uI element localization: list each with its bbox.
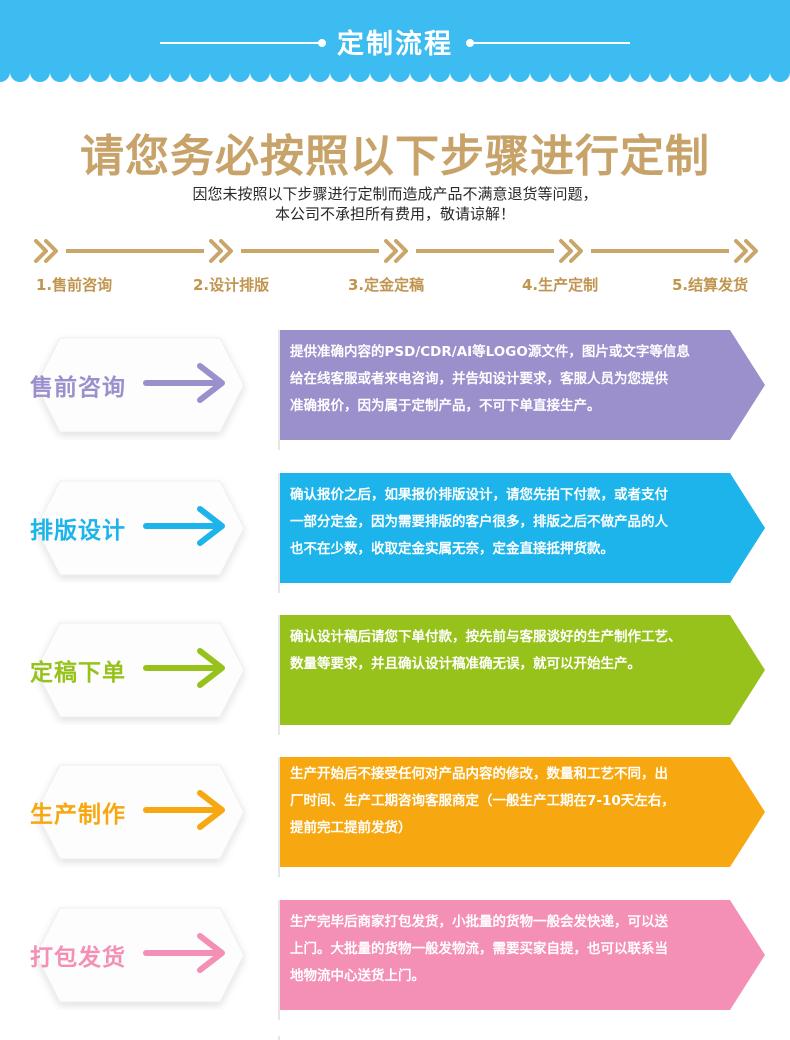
step-badge bbox=[35, 907, 245, 1003]
process-row: 定稿下单 确认设计稿后请您下单付款，按先前与客服谈好的生产制作工艺、数量等要求，… bbox=[0, 615, 790, 735]
process-row: 排版设计 确认报价之后，如果报价排版设计，请您先拍下付款，或者支付一部分定金，因… bbox=[0, 473, 790, 593]
step-badge-label: 生产制作 bbox=[30, 802, 126, 828]
header-wave-shape bbox=[0, 0, 790, 82]
bottom-divider bbox=[278, 1036, 280, 1040]
chevron-double-icon bbox=[384, 239, 408, 263]
description-panel bbox=[280, 473, 765, 583]
step-badge-label: 排版设计 bbox=[30, 518, 126, 544]
header-left-line bbox=[160, 42, 320, 44]
step-badge-label: 打包发货 bbox=[30, 945, 126, 971]
description-line: 提供准确内容的PSD/CDR/AI等LOGO源文件，图片或文字等信息 bbox=[290, 344, 690, 360]
chevron-double-icon bbox=[209, 239, 233, 263]
description-panel bbox=[280, 757, 765, 867]
vertical-divider bbox=[278, 757, 280, 877]
vertical-divider bbox=[278, 473, 280, 593]
arrow-right-icon bbox=[143, 506, 225, 546]
process-row: 打包发货 生产完毕后商家打包发货，小批量的货物一般会发快递，可以送上门。大批量的… bbox=[0, 900, 790, 1020]
header-wave-background bbox=[0, 0, 790, 82]
description-line: 上门。大批量的货物一般发物流，需要买家自提，也可以联系当 bbox=[290, 941, 668, 957]
vertical-divider bbox=[278, 615, 280, 735]
header-band: 定制流程 bbox=[0, 0, 790, 90]
description-line: 生产开始后不接受任何对产品内容的修改，数量和工艺不同，出 bbox=[290, 766, 668, 782]
timeline-track bbox=[34, 239, 758, 263]
description-line: 提前完工提前发货） bbox=[290, 820, 412, 836]
description-line: 数量等要求，并且确认设计稿准确无误，就可以开始生产。 bbox=[290, 656, 641, 672]
description-line: 准确报价，因为属于定制产品，不可下单直接生产。 bbox=[290, 398, 601, 414]
description-line: 给在线客服或者来电咨询，并告知设计要求，客服人员为您提供 bbox=[290, 371, 668, 387]
notice-line-1: 因您未按照以下步骤进行定制而造成产品不满意退货等问题， bbox=[192, 185, 598, 203]
arrow-right-icon bbox=[143, 933, 225, 973]
step-label-5: 5.结算发货 bbox=[672, 276, 749, 294]
description-line: 确认报价之后，如果报价排版设计，请您先拍下付款，或者支付 bbox=[290, 487, 668, 503]
header-right-line bbox=[470, 42, 630, 44]
process-row: 生产制作 生产开始后不接受任何对产品内容的修改，数量和工艺不同，出厂时间、生产工… bbox=[0, 757, 790, 877]
notice-line-2: 本公司不承担所有费用，敬请谅解！ bbox=[274, 205, 515, 223]
step-timeline: 1.售前咨询 2.设计排版 3.定金定稿 4.生产定制 5.结算发货 bbox=[0, 232, 790, 302]
header-left-dot bbox=[318, 39, 326, 47]
arrow-right-icon bbox=[143, 790, 225, 830]
description-line: 生产完毕后商家打包发货，小批量的货物一般会发快递，可以送 bbox=[290, 914, 668, 930]
description-line: 也不在少数，收取定金实属无奈，定金直接抵押货款。 bbox=[290, 541, 614, 557]
header-title: 定制流程 bbox=[337, 29, 453, 60]
description-line: 一部分定金，因为需要排版的客户很多，排版之后不做产品的人 bbox=[290, 514, 668, 530]
step-badge bbox=[35, 337, 245, 433]
step-badge-label: 定稿下单 bbox=[30, 660, 126, 686]
chevron-double-icon bbox=[559, 239, 583, 263]
arrow-right-icon bbox=[143, 363, 225, 403]
step-badge bbox=[35, 764, 245, 860]
arrow-right-icon bbox=[143, 648, 225, 688]
step-label-2: 2.设计排版 bbox=[193, 276, 270, 294]
step-badge bbox=[35, 480, 245, 576]
header-right-dot bbox=[466, 39, 474, 47]
process-row: 售前咨询 提供准确内容的PSD/CDR/AI等LOGO源文件，图片或文字等信息给… bbox=[0, 330, 790, 450]
main-title: 请您务必按照以下步骤进行定制 bbox=[80, 131, 710, 182]
description-panel bbox=[280, 330, 765, 440]
step-label-4: 4.生产定制 bbox=[522, 276, 599, 294]
description-panel bbox=[280, 615, 765, 725]
description-panel bbox=[280, 900, 765, 1010]
vertical-divider bbox=[278, 900, 280, 1020]
step-badge bbox=[35, 622, 245, 718]
step-badge-label: 售前咨询 bbox=[30, 375, 126, 401]
vertical-divider bbox=[278, 330, 280, 450]
description-line: 地物流中心送货上门。 bbox=[290, 968, 425, 984]
step-label-1: 1.售前咨询 bbox=[36, 276, 113, 294]
step-label-3: 3.定金定稿 bbox=[348, 276, 425, 294]
description-line: 厂时间、生产工期咨询客服商定（一般生产工期在7-10天左右， bbox=[290, 793, 675, 809]
chevron-double-icon bbox=[734, 239, 758, 263]
description-line: 确认设计稿后请您下单付款，按先前与客服谈好的生产制作工艺、 bbox=[290, 629, 682, 645]
chevron-double-icon bbox=[34, 239, 58, 263]
